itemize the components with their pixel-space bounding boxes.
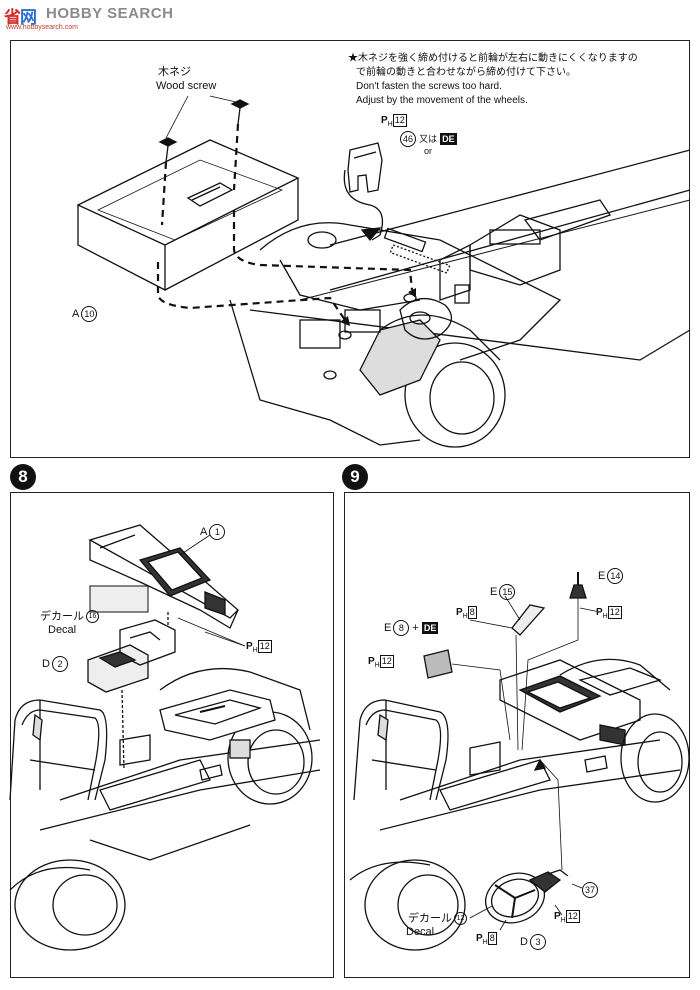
or-en: or [424, 146, 433, 156]
step7-note-jp-1: ★木ネジを強く締め付けると前輪が左右に動きにくくなりますの [348, 53, 638, 64]
watermark-char-b: 网 [20, 8, 37, 28]
ph-sub: H [387, 121, 393, 129]
or-jp: 又は [419, 133, 438, 144]
step9-panel [344, 492, 690, 978]
part-46-number: 46 [400, 131, 416, 147]
ph-letter: P [381, 115, 388, 127]
watermark-url: www.hobbysearch.com [6, 24, 78, 31]
part-number: 8 [393, 620, 410, 636]
part-letter: A [200, 525, 208, 538]
watermark-logo: 省网 [4, 3, 37, 28]
ph-letter: P [596, 607, 603, 619]
ph-number: 12 [392, 114, 407, 127]
step7-note-jp-2: で前輪の動きと合わせながら締め付けて下さい。 [356, 67, 576, 78]
ph-letter: P [476, 933, 483, 945]
watermark-brand: HOBBY SEARCH [46, 5, 174, 22]
decal-number: 12 [454, 912, 467, 925]
ph-number: 12 [379, 655, 394, 668]
part-37-label: 37 [580, 882, 598, 898]
ph-letter: P [456, 607, 463, 619]
de-badge: DE [440, 133, 457, 145]
part-number: 3 [529, 934, 546, 950]
de-badge: DE [421, 622, 439, 634]
part-46-label: 46 又は DE [398, 131, 457, 147]
part-number: 15 [499, 584, 516, 600]
part-letter: E [490, 585, 498, 598]
ph-letter: P [554, 911, 561, 923]
step9-badge: 9 [342, 464, 368, 490]
ph-number: 12 [607, 606, 622, 619]
step8-decal-en: Decal [48, 624, 77, 636]
ph-sub: H [482, 939, 488, 947]
plus-sign: + [412, 621, 419, 634]
ph-sub: H [602, 613, 608, 621]
part-letter: E [384, 621, 392, 634]
step7-panel [10, 40, 690, 458]
part-letter: A [72, 307, 80, 320]
ph-letter: P [246, 641, 253, 653]
ph-sub: H [462, 613, 468, 621]
wood-screw-jp: 木ネジ [158, 66, 191, 78]
part-letter: E [598, 569, 606, 582]
part-37-number: 37 [582, 882, 598, 898]
part-letter: D [42, 657, 50, 670]
decal-jp-text: デカール [40, 610, 84, 623]
step7-note-en-2: Adjust by the movement of the wheels. [356, 95, 528, 106]
wood-screw-en: Wood screw [156, 80, 217, 92]
decal-number: 16 [86, 610, 99, 623]
part-number: 2 [51, 656, 68, 672]
decal-jp-text: デカール [408, 912, 452, 925]
part-letter: D [520, 935, 528, 948]
ph-number: 12 [257, 640, 272, 653]
watermark-char-a: 省 [4, 8, 21, 28]
step9-decal-en: Decal [406, 926, 435, 938]
part-number: 10 [81, 306, 98, 322]
ph-sub: H [374, 662, 380, 670]
part-number: 1 [209, 524, 226, 540]
part-number: 14 [607, 568, 624, 584]
step7-note-en-1: Don't fasten the screws too hard. [356, 81, 502, 92]
ph-letter: P [368, 656, 375, 668]
ph-number: 12 [565, 910, 580, 923]
ph-sub: H [252, 647, 258, 655]
step8-panel [10, 492, 334, 978]
ph-sub: H [560, 917, 566, 925]
step8-badge: 8 [10, 464, 36, 490]
ph-number: 8 [487, 932, 497, 945]
ph-number: 8 [467, 606, 477, 619]
